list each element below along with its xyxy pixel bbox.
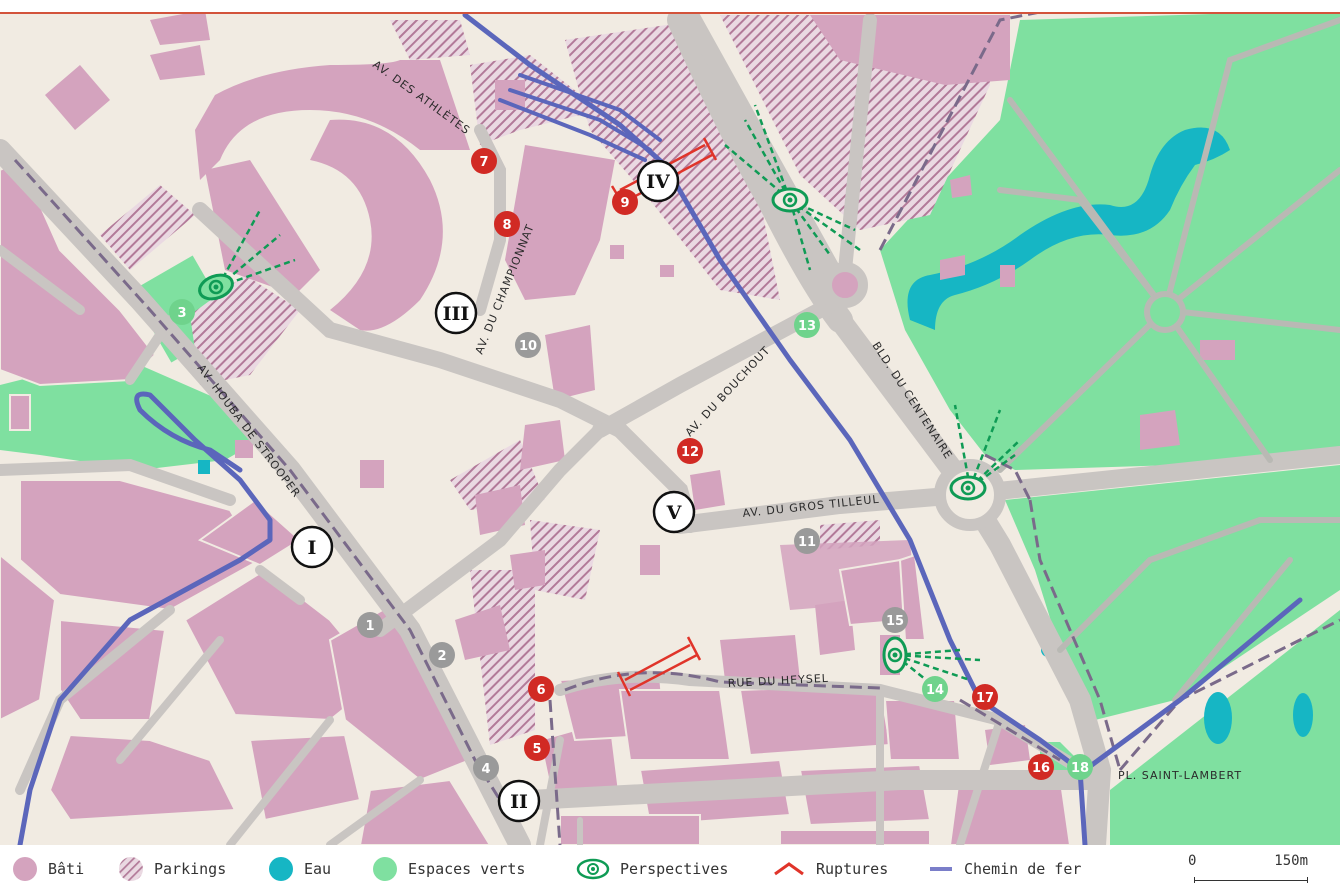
svg-text:3: 3 (177, 306, 186, 321)
eye-icons (198, 187, 987, 674)
site-marker-III[interactable]: III (434, 291, 478, 335)
marker-red[interactable]: 16 (1028, 754, 1054, 780)
svg-text:2: 2 (437, 649, 446, 664)
green-swatch (373, 856, 397, 881)
svg-text:16: 16 (1032, 761, 1050, 776)
site-marker-IV[interactable]: IV (636, 159, 680, 203)
eye-icon (882, 636, 908, 674)
svg-text:IV: IV (646, 171, 671, 193)
legend-item-parkings: Parkings (118, 845, 226, 892)
top-border (0, 0, 1340, 12)
marker-green[interactable]: 13 (794, 312, 820, 338)
marker-red[interactable]: 17 (972, 684, 998, 710)
svg-text:III: III (443, 303, 470, 325)
site-markers: I II III IV V (290, 159, 696, 823)
svg-text:8: 8 (502, 218, 511, 233)
map: AV. DES ATHLÈTES AV. DU CHAMPIONNAT AV. … (0, 0, 1340, 845)
eye-icon (576, 858, 610, 879)
street-label-saint-lambert: PL. SAINT-LAMBERT (1118, 769, 1242, 782)
street-label-heysel: RUE DU HEYSEL (727, 672, 829, 690)
marker-grey[interactable]: 11 (794, 528, 820, 554)
scale-line (1194, 877, 1308, 883)
legend-item-ruptures: Ruptures (772, 845, 888, 892)
marker-red[interactable]: 6 (528, 676, 554, 702)
svg-text:9: 9 (620, 196, 629, 211)
roundabout-bouchout (822, 262, 868, 308)
svg-text:1: 1 (365, 619, 374, 634)
svg-text:V: V (666, 502, 683, 524)
site-marker-V[interactable]: V (652, 490, 696, 534)
marker-grey[interactable]: 4 (473, 755, 499, 781)
legend-item-espaces-verts: Espaces verts (372, 845, 525, 892)
svg-text:11: 11 (798, 535, 816, 550)
svg-text:I: I (308, 537, 317, 559)
svg-text:18: 18 (1071, 761, 1089, 776)
marker-green[interactable]: 14 (922, 676, 948, 702)
top-border-line (0, 12, 1340, 14)
scale-end: 150m (1274, 853, 1308, 869)
legend-label-bati: Bâti (48, 859, 85, 878)
marker-grey[interactable]: 2 (429, 642, 455, 668)
marker-green[interactable]: 18 (1067, 754, 1093, 780)
legend-label-espaces-verts: Espaces verts (408, 859, 526, 878)
svg-text:7: 7 (479, 155, 488, 170)
site-marker-I[interactable]: I (290, 525, 334, 569)
svg-text:15: 15 (886, 614, 904, 629)
marker-red[interactable]: 12 (677, 438, 703, 464)
legend-item-eau: Eau (268, 845, 331, 892)
svg-text:12: 12 (681, 445, 699, 460)
railway-line (930, 866, 952, 871)
legend-item-bati: Bâti (12, 845, 84, 892)
legend-label-parkings: Parkings (154, 859, 227, 878)
marker-grey[interactable]: 10 (515, 332, 541, 358)
marker-red[interactable]: 5 (524, 735, 550, 761)
marker-red[interactable]: 9 (612, 189, 638, 215)
svg-text:4: 4 (481, 762, 490, 777)
rupture-icon (774, 861, 804, 875)
eye-icon (771, 187, 809, 213)
legend-label-eau: Eau (304, 859, 332, 878)
scale-bar: 0 150m (1188, 851, 1308, 887)
hatched-swatch (119, 856, 143, 881)
svg-text:14: 14 (926, 683, 944, 698)
park-roundabout (1144, 291, 1186, 333)
legend-label-ruptures: Ruptures (816, 859, 889, 878)
marker-red[interactable]: 8 (494, 211, 520, 237)
legend-item-perspectives: Perspectives (576, 845, 728, 892)
railway (17, 12, 1303, 845)
numbered-markers: 5 6 7 8 9 12 16 17 3 13 14 18 1 2 4 10 1… (169, 148, 1093, 781)
marker-green[interactable]: 3 (169, 299, 195, 325)
site-marker-II[interactable]: II (497, 779, 541, 823)
map-legend: Bâti Parkings Eau Espaces verts Perspect… (0, 845, 1340, 892)
legend-label-perspectives: Perspectives (620, 859, 729, 878)
legend-item-chemin-de-fer: Chemin de fer (928, 845, 1081, 892)
scale-start: 0 (1188, 853, 1197, 869)
marker-red[interactable]: 7 (471, 148, 497, 174)
svg-text:5: 5 (532, 742, 541, 757)
eye-icon (949, 475, 987, 501)
svg-text:6: 6 (536, 683, 545, 698)
building-swatch (13, 856, 37, 881)
svg-text:13: 13 (798, 319, 816, 334)
marker-grey[interactable]: 1 (357, 612, 383, 638)
svg-text:17: 17 (976, 691, 994, 706)
marker-grey[interactable]: 15 (882, 607, 908, 633)
svg-text:10: 10 (519, 339, 537, 354)
svg-text:II: II (510, 791, 528, 813)
water-swatch (269, 856, 293, 881)
legend-label-chemin-de-fer: Chemin de fer (964, 859, 1082, 878)
eye-icon (198, 273, 234, 301)
